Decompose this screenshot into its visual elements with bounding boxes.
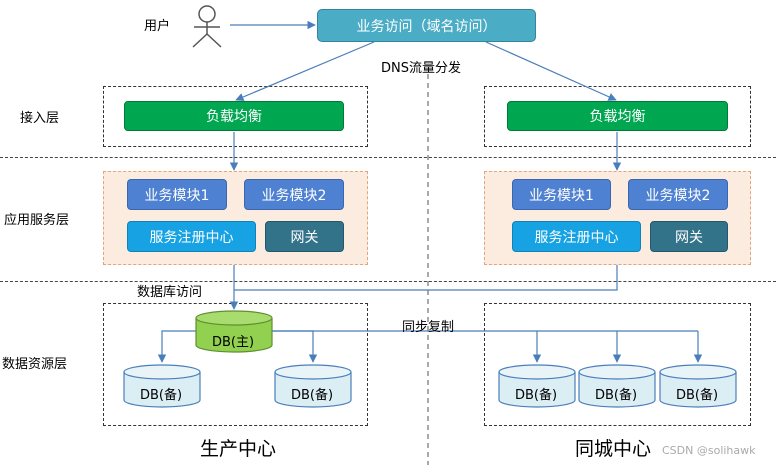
same-city-center-label: 同城中心 <box>575 438 652 460</box>
right-db-backup-3-label: DB(备) <box>676 388 719 403</box>
left-db-backup-2-label: DB(备) <box>291 388 334 403</box>
layer-separator-2 <box>0 281 776 282</box>
layer-label-data: 数据资源层 <box>2 357 68 372</box>
layer-separator-1 <box>0 157 776 158</box>
left-load-balancer: 负载均衡 <box>124 101 344 131</box>
right-business-module-1: 业务模块1 <box>512 179 611 210</box>
left-business-module-1: 业务模块1 <box>127 179 227 210</box>
right-db-backup-2-cylinder <box>578 364 656 408</box>
right-db-backup-1-label: DB(备) <box>515 388 558 403</box>
left-access-zone <box>103 86 368 147</box>
left-db-backup-1-cylinder <box>123 364 201 408</box>
db-master-label: DB(主) <box>212 335 255 350</box>
right-db-backup-2-label: DB(备) <box>595 388 638 403</box>
right-data-zone <box>484 303 751 426</box>
left-db-backup-1-label: DB(备) <box>140 388 183 403</box>
dns-to-left-lb-arrow <box>235 41 375 101</box>
layer-label-access: 接入层 <box>20 111 60 126</box>
left-service-registry: 服务注册中心 <box>127 221 256 252</box>
db-master-cylinder <box>195 310 273 353</box>
left-business-module-2: 业务模块2 <box>244 179 344 210</box>
right-business-module-2: 业务模块2 <box>628 179 728 210</box>
dns-distribution-label: DNS流量分发 <box>381 61 461 76</box>
business-access-box: 业务访问（域名访问） <box>317 9 536 42</box>
right-db-backup-3-cylinder <box>659 364 737 408</box>
right-service-registry: 服务注册中心 <box>512 221 641 252</box>
right-gateway: 网关 <box>650 221 728 252</box>
dns-to-right-lb-arrow <box>485 41 617 101</box>
db-access-label: 数据库访问 <box>137 285 203 300</box>
right-load-balancer: 负载均衡 <box>507 101 728 131</box>
left-gateway: 网关 <box>265 221 344 252</box>
left-db-backup-2-cylinder <box>274 364 352 408</box>
watermark: CSDN @solihawk <box>662 444 756 457</box>
layer-label-app: 应用服务层 <box>4 213 70 228</box>
sync-replication-label: 同步复制 <box>402 320 455 335</box>
user-label: 用户 <box>144 19 171 34</box>
production-center-label: 生产中心 <box>200 438 277 460</box>
right-db-backup-1-cylinder <box>498 364 576 408</box>
right-db-access-line <box>234 265 618 291</box>
user-actor-icon <box>192 5 222 48</box>
